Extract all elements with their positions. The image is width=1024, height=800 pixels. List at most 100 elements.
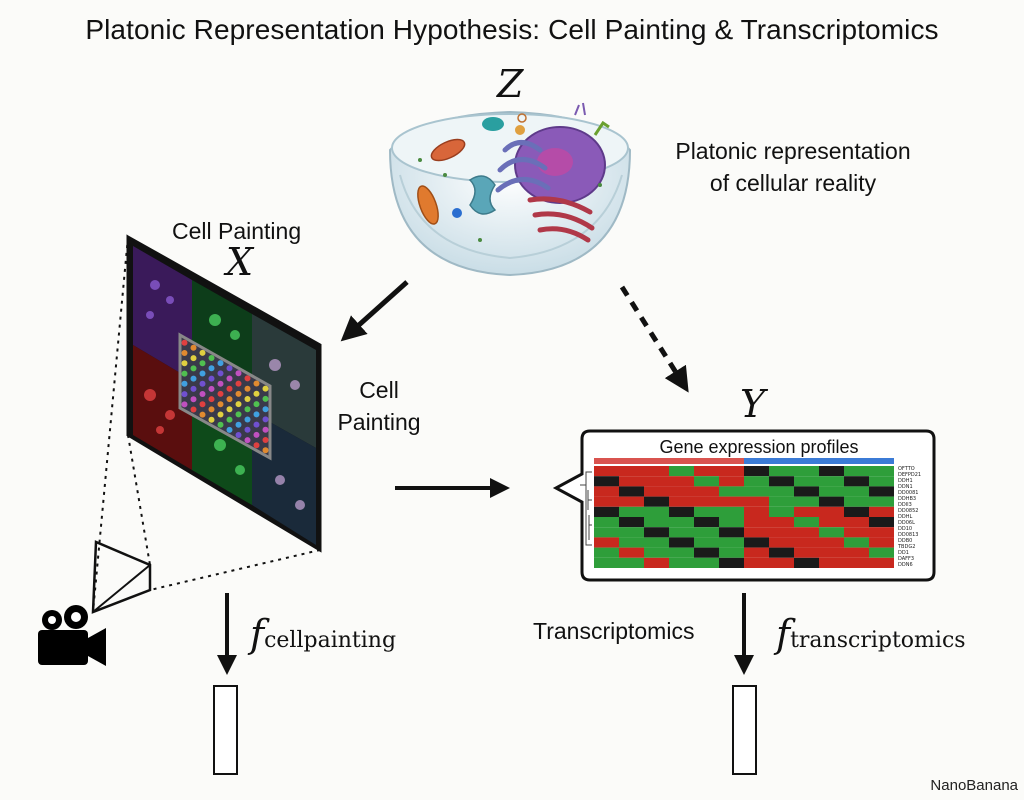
plate-well xyxy=(253,442,260,449)
heatmap-cell xyxy=(869,547,894,558)
heatmap-cell xyxy=(644,517,669,528)
heatmap-cell xyxy=(794,466,819,477)
heatmap-cell xyxy=(644,537,669,548)
heatmap-cell xyxy=(869,527,894,538)
heatmap-cell xyxy=(594,476,619,487)
plate-well xyxy=(199,391,206,397)
gene-name-label: TBDG2 xyxy=(898,544,916,550)
heatmap-cell xyxy=(769,547,794,558)
heatmap-cell xyxy=(769,476,794,487)
heatmap-cell xyxy=(844,527,869,538)
heatmap-cell xyxy=(794,496,819,507)
heatmap-cell xyxy=(694,557,719,568)
plate-well xyxy=(199,360,206,367)
plate-well xyxy=(235,421,242,428)
plate-well xyxy=(244,406,251,413)
gene-name-label: DDN6 xyxy=(898,562,913,568)
heatmap-cell xyxy=(769,517,794,528)
gene-name-label: DDN1 xyxy=(898,484,913,490)
heatmap-cell xyxy=(694,547,719,558)
heatmap-cell xyxy=(619,506,644,517)
plate-well xyxy=(262,437,269,443)
modality-symbol-x: X xyxy=(226,240,254,284)
plate-well xyxy=(190,375,197,382)
heatmap-cell xyxy=(644,476,669,487)
heatmap-cell xyxy=(794,527,819,538)
heatmap-cell xyxy=(619,537,644,548)
heatmap-cell xyxy=(744,527,769,538)
cell-painting-side-line2: Painting xyxy=(337,409,421,435)
heatmap-cell xyxy=(644,496,669,507)
heatmap-cell xyxy=(844,537,869,548)
heatmap-cell xyxy=(619,486,644,497)
plate-well xyxy=(253,411,260,418)
gene-name-label: DD0813 xyxy=(898,532,919,538)
plate-well xyxy=(253,401,260,408)
heatmap-cell xyxy=(594,527,619,538)
heatmap-cell xyxy=(669,496,694,507)
heatmap-cell xyxy=(594,557,619,568)
plate-well xyxy=(199,380,206,387)
plate-well xyxy=(217,360,224,367)
heatmap-cell xyxy=(869,476,894,487)
plate-well xyxy=(235,411,242,418)
heatmap-cell xyxy=(769,466,794,477)
expression-heatmap xyxy=(594,466,894,568)
cellpainting-encoder-label: fcellpainting xyxy=(250,612,396,656)
heatmap-cell xyxy=(869,486,894,497)
heatmap-cell xyxy=(719,517,744,528)
plate-well xyxy=(199,370,206,377)
heatmap-cell xyxy=(694,476,719,487)
plate-well xyxy=(253,421,260,428)
heatmap-cell xyxy=(844,506,869,517)
platonic-caption-line1: Platonic representation xyxy=(675,138,911,164)
plate-well xyxy=(190,365,197,372)
heatmap-cell xyxy=(719,486,744,497)
plate-well xyxy=(244,375,251,382)
heatmap-cell xyxy=(819,466,844,477)
plate-well xyxy=(217,380,224,387)
platonic-caption-line2: of cellular reality xyxy=(709,170,877,196)
heatmap-cell xyxy=(869,496,894,507)
heatmap-cell xyxy=(594,547,619,558)
transcriptomics-embedding-box xyxy=(732,685,757,775)
plate-well xyxy=(217,421,224,428)
heatmap-cell xyxy=(644,506,669,517)
plate-well xyxy=(226,396,233,403)
heatmap-cell xyxy=(844,476,869,487)
heatmap-cell xyxy=(719,506,744,517)
heatmap-cell xyxy=(769,486,794,497)
plate-well xyxy=(181,380,188,387)
heatmap-cell xyxy=(769,537,794,548)
heatmap-cell xyxy=(794,547,819,558)
heatmap-cell xyxy=(694,537,719,548)
gene-name-label: DDH1 xyxy=(898,478,913,484)
heatmap-cell xyxy=(619,517,644,528)
cell-painting-side-line1: Cell xyxy=(359,377,399,403)
plate-well xyxy=(217,401,224,408)
heatmap-cell xyxy=(744,486,769,497)
plate-well xyxy=(262,385,269,392)
heatmap-cell xyxy=(669,527,694,538)
platonic-caption: Platonic representation of cellular real… xyxy=(648,135,938,199)
heatmap-cell xyxy=(644,486,669,497)
heatmap-cell xyxy=(819,537,844,548)
plate-well xyxy=(181,391,188,398)
heatmap-cell xyxy=(744,506,769,517)
cell-painting-top-label: Cell Painting xyxy=(172,218,302,244)
heatmap-cell xyxy=(794,537,819,548)
heatmap-cell xyxy=(619,476,644,487)
arrow-z-to-y xyxy=(619,285,689,393)
heatmap-cell xyxy=(694,506,719,517)
transcriptomics-encoder-symbol: f xyxy=(776,612,791,656)
heatmap-cell xyxy=(719,557,744,568)
plate-well xyxy=(226,385,233,392)
plate-well xyxy=(181,370,188,377)
video-camera-icon xyxy=(38,605,106,666)
heatmap-cell xyxy=(744,557,769,568)
plate-well xyxy=(244,396,251,402)
heatmap-cell xyxy=(594,466,619,477)
heatmap-cell xyxy=(669,476,694,487)
heatmap-cell xyxy=(594,506,619,517)
heatmap-cell xyxy=(794,506,819,517)
